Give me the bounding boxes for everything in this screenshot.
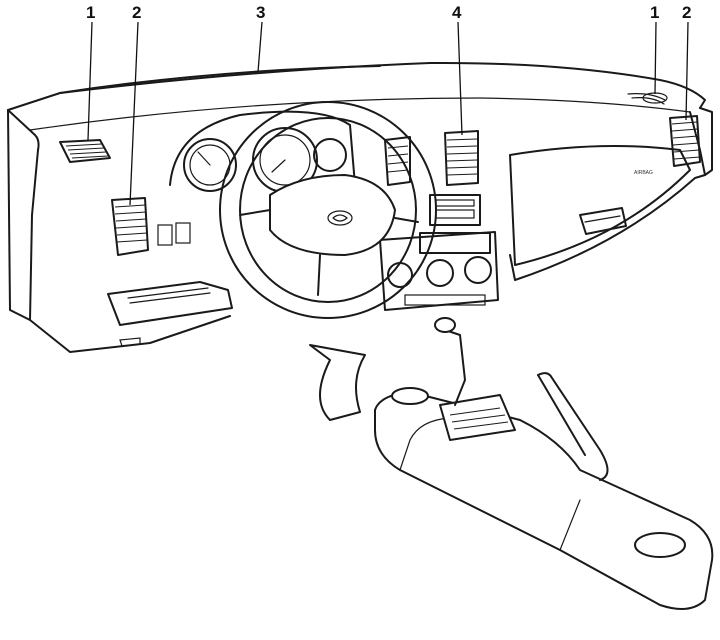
airbag-marking: AIRBAG [634,170,653,176]
glovebox [509,145,691,266]
callout-2-left: 2 [132,3,141,22]
leader-3 [257,21,263,73]
leader-1-right [654,21,657,95]
callout-1-left: 1 [86,3,95,22]
left-side-vent [111,197,191,256]
right-defroster-grille [627,92,668,105]
callout-labels: 1 2 3 4 1 2 [86,3,691,22]
center-vent [384,130,479,186]
callout-2-right: 2 [682,3,691,22]
callout-4: 4 [452,3,462,22]
leader-2-left [129,21,139,206]
floor-console [374,317,714,610]
leader-lines [87,21,689,206]
callout-3: 3 [256,3,265,22]
leader-2-right [685,21,689,121]
callout-1-right: 1 [650,3,659,22]
leader-1-left [87,21,93,141]
steering-wheel [219,101,437,421]
dashboard-panel [7,61,713,353]
leader-4 [457,21,463,136]
right-side-vent [669,115,701,167]
left-defroster-grille [59,139,111,163]
